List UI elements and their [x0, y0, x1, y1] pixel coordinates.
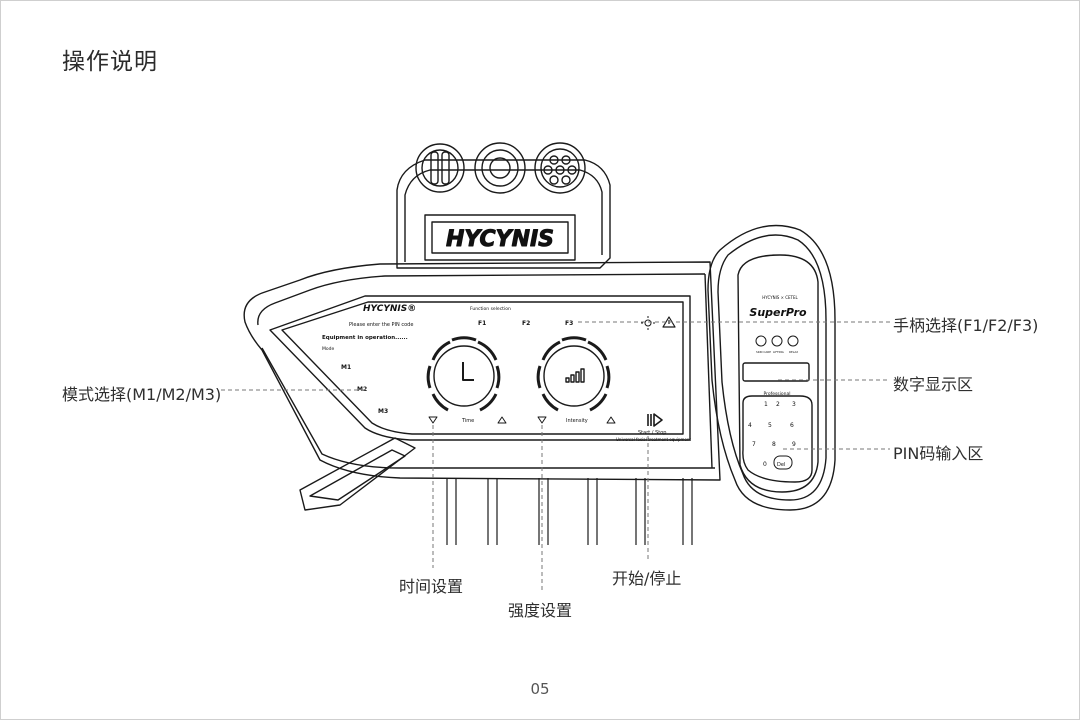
del-key	[773, 455, 793, 470]
page-number: 05	[530, 680, 550, 698]
callout-digital-display: 数字显示区	[893, 375, 974, 394]
digital-display	[742, 362, 810, 382]
m1-label: M1	[341, 364, 351, 371]
panel-brand: HYCYNIS®	[363, 304, 416, 314]
key-9[interactable]: 9	[792, 441, 796, 448]
key-6[interactable]: 6	[790, 422, 794, 429]
start-stop-label: Start / Stop	[638, 430, 666, 436]
f1-label: F1	[478, 320, 486, 327]
key-5[interactable]: 5	[768, 422, 772, 429]
callout-start-stop: 开始/停止	[612, 569, 682, 588]
equipment-status: Equipment in operation......	[322, 335, 408, 341]
callout-intensity-setting: 强度设置	[508, 601, 573, 620]
function-selection-label: Function selection	[470, 306, 511, 312]
key-3[interactable]: 3	[792, 401, 796, 408]
f2-label: F2	[522, 320, 530, 327]
callout-time-setting: 时间设置	[399, 577, 464, 596]
key-0[interactable]: 0	[763, 461, 767, 468]
remote-icon-label-2: LIFTING	[773, 350, 784, 354]
pin-prompt: Please enter the PIN code	[349, 322, 413, 328]
f3-label: F3	[565, 320, 573, 327]
key-7[interactable]: 7	[752, 441, 756, 448]
time-dial	[426, 336, 501, 412]
keypad: 1 2 3 4 5 6 7 8 9 0 Del	[748, 401, 796, 468]
remote-icon-label-1: SKIN CARE	[756, 350, 771, 354]
device-stand	[299, 437, 416, 511]
control-panel	[269, 295, 691, 441]
device-body	[243, 261, 721, 481]
key-8[interactable]: 8	[772, 441, 776, 448]
handle-f2	[474, 142, 526, 194]
keypad-title: Professional	[763, 391, 790, 397]
time-down-icon	[428, 416, 438, 424]
callout-handle-select: 手柄选择(F1/F2/F3)	[893, 316, 1039, 335]
device-subtitle: Universal facial treatment equipment	[616, 437, 691, 442]
keypad-frame	[742, 395, 813, 483]
callout-mode-select: 模式选择(M1/M2/M3)	[62, 385, 222, 404]
m3-label: M3	[378, 408, 388, 415]
handle-f3	[534, 142, 586, 194]
page-title: 操作说明	[62, 49, 158, 75]
intensity-up-icon	[606, 416, 616, 424]
handle-holder	[396, 159, 611, 269]
time-label: Time	[461, 418, 474, 424]
relax-icon	[787, 335, 799, 347]
key-4[interactable]: 4	[748, 422, 752, 429]
mode-label: Mode	[322, 346, 334, 352]
key-1[interactable]: 1	[764, 401, 768, 408]
remote-icon-label-3: RELAX	[789, 350, 798, 354]
brightness-icon	[641, 316, 655, 330]
start-stop-icon	[647, 413, 663, 427]
skin-care-icon	[755, 335, 767, 347]
key-del[interactable]: Del	[777, 462, 785, 468]
remote-logo: HYCYNIS × CETEL	[762, 295, 798, 300]
intensity-down-icon	[537, 416, 547, 424]
leader-lines	[221, 321, 890, 592]
key-2[interactable]: 2	[776, 401, 780, 408]
remote-inner	[737, 254, 819, 493]
handle-f1	[415, 143, 465, 193]
holder-brand: HYCYNIS	[446, 227, 554, 252]
device-legs	[446, 478, 693, 545]
remote-outer	[707, 224, 836, 511]
intensity-label: Intensity	[566, 418, 588, 424]
intensity-dial	[536, 336, 611, 412]
time-up-icon	[497, 416, 507, 424]
callout-pin-input: PIN码输入区	[893, 444, 984, 463]
remote-model: SuperPro	[749, 306, 807, 319]
lifting-icon	[771, 335, 783, 347]
